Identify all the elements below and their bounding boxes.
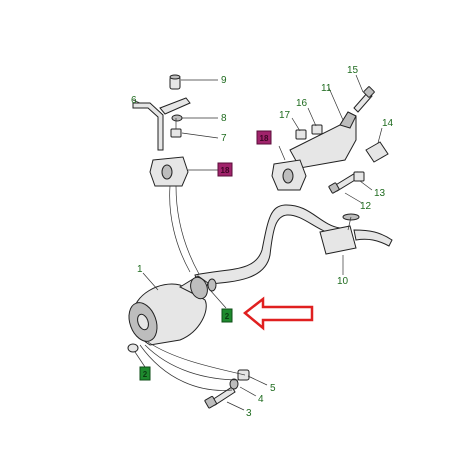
tailpipe-silencer-10: [319, 213, 393, 255]
part-number-labels: 1 3 4 5 6 7 8 9 10 11 12 13 14 15 16 17: [131, 65, 394, 419]
svg-text:2: 2: [143, 370, 148, 379]
svg-text:18: 18: [260, 134, 269, 143]
label-1: 1: [137, 264, 143, 275]
bolt-9: [169, 74, 181, 90]
rubber-mount-rear: [271, 159, 307, 191]
label-4: 4: [258, 394, 264, 405]
nut-17: [295, 129, 307, 140]
rear-hanger-bracket: [289, 111, 357, 169]
label-17: 17: [279, 110, 291, 121]
washer-4: [229, 378, 239, 390]
label-11: 11: [321, 83, 332, 94]
red-arrow: [243, 296, 314, 331]
main-silencer-1: [128, 275, 209, 346]
label-3: 3: [246, 408, 252, 419]
front-hanger-bracket: [132, 97, 191, 151]
bolt-3: [204, 386, 236, 409]
svg-text:2: 2: [225, 312, 230, 321]
clamp-2: [190, 276, 217, 300]
label-14: 14: [382, 118, 394, 129]
exhaust-pipe: [194, 204, 345, 286]
label-9: 9: [221, 75, 227, 86]
callout-2-gasket: 2: [139, 366, 151, 381]
nut-13: [353, 171, 365, 182]
leader-lines: [132, 74, 383, 411]
rubber-mount-front: [149, 156, 189, 187]
washer-8: [171, 114, 183, 122]
svg-text:18: 18: [221, 166, 230, 175]
label-10: 10: [337, 276, 349, 287]
label-5: 5: [270, 383, 276, 394]
gasket-2: [127, 343, 139, 353]
label-6: 6: [131, 95, 137, 106]
spacer-14: [365, 141, 389, 163]
label-8: 8: [221, 113, 227, 124]
label-15: 15: [347, 65, 359, 76]
label-16: 16: [296, 98, 308, 109]
label-13: 13: [374, 188, 386, 199]
callout-2-clamp: 2: [221, 308, 233, 323]
label-7: 7: [221, 133, 227, 144]
nut-16: [311, 124, 323, 135]
nut-7: [170, 118, 182, 138]
callout-18-front: 18: [217, 162, 233, 177]
label-12: 12: [360, 201, 372, 212]
callout-18-rear: 18: [256, 130, 272, 145]
bolt-15: [353, 86, 375, 113]
